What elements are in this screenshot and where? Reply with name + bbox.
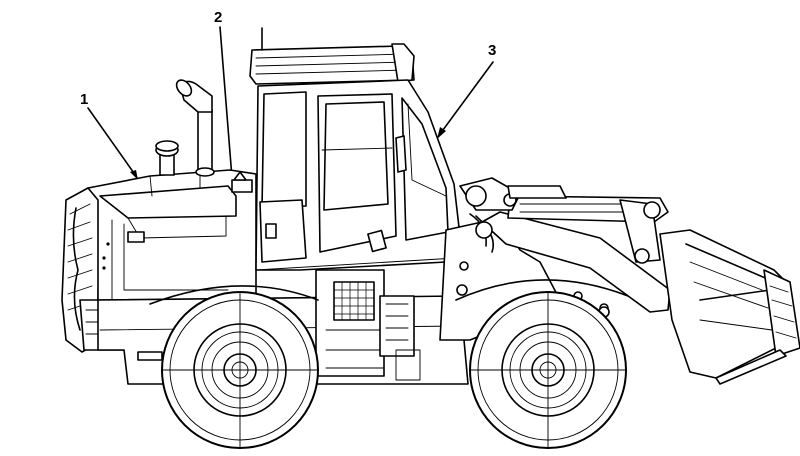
callout-2-label: 2 [214, 9, 222, 26]
leader-line-1 [87, 107, 137, 177]
air-intake-precleaner [155, 140, 179, 176]
callout-2: 2 [214, 9, 236, 184]
exhaust-stack [175, 79, 215, 177]
callout-3: 3 [437, 42, 496, 139]
fill-cap [231, 171, 253, 193]
leader-arrow-3 [437, 127, 446, 139]
lower-details [137, 349, 421, 381]
operator-cab [249, 27, 461, 271]
callout-1-label: 1 [80, 91, 88, 108]
rear-wheel [161, 291, 319, 449]
hood-latch-icon [127, 231, 145, 243]
engine-hood [87, 169, 257, 301]
leader-line-3 [439, 61, 494, 135]
loader-arm [459, 177, 671, 318]
leader-arrow-1 [130, 170, 138, 180]
fenders [149, 279, 629, 305]
callout-1: 1 [80, 91, 138, 180]
loader-bucket [659, 229, 800, 385]
front-wheel [469, 291, 627, 449]
leader-line-2 [219, 26, 233, 179]
callout-3-label: 3 [488, 42, 496, 59]
